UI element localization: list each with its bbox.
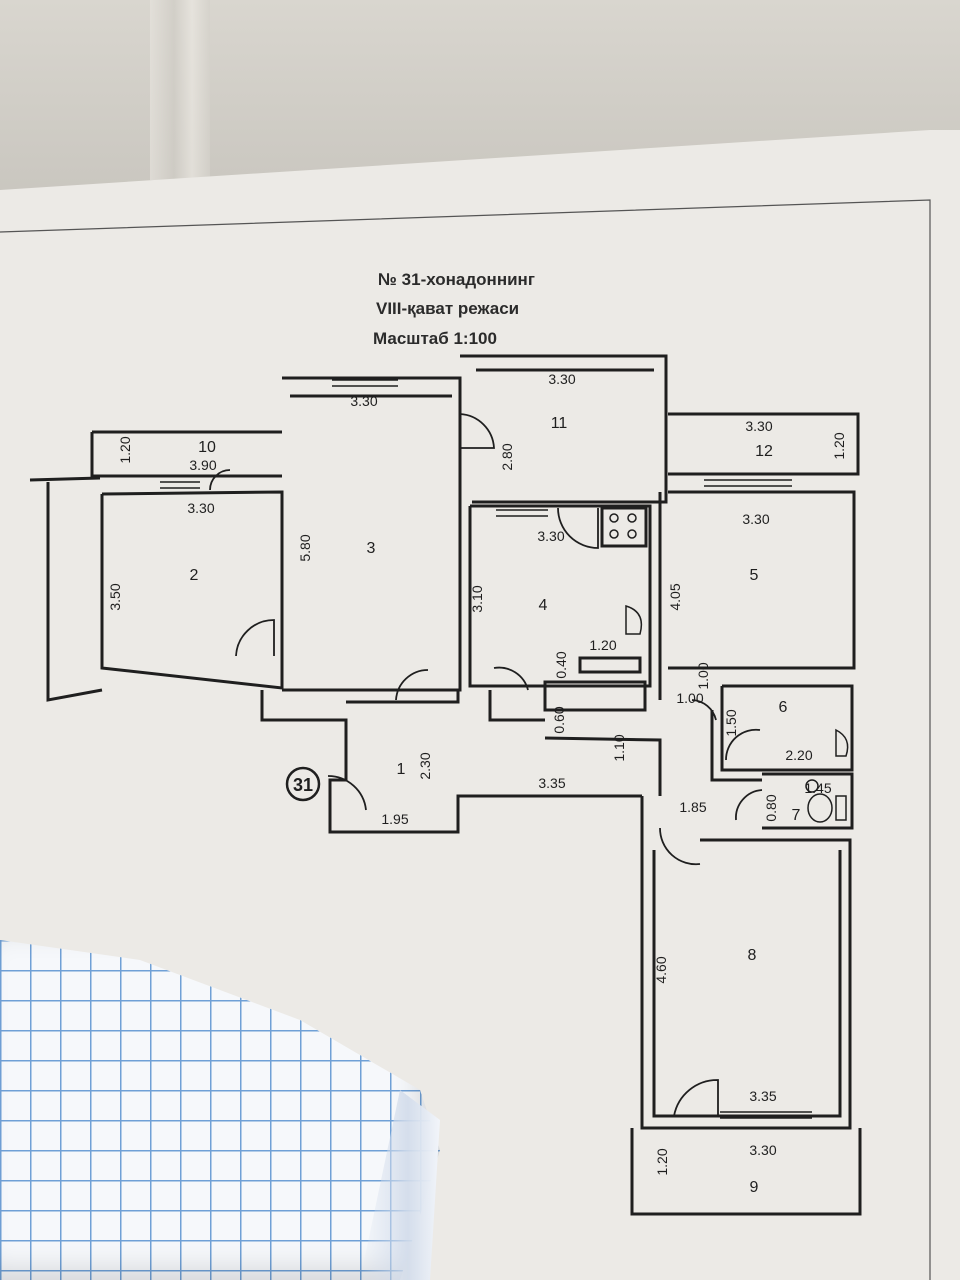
dim-10-length: 3.90	[189, 457, 216, 473]
room-11-label: 11	[551, 415, 568, 432]
dim-hall-e: 1.85	[679, 799, 706, 815]
room-6-label: 6	[779, 699, 788, 716]
dim-2-width: 3.30	[187, 500, 214, 516]
plan-title-line-1: № 31-хонадоннинг	[378, 270, 535, 289]
dim-7-width: 1.45	[804, 780, 831, 796]
fixtures	[609, 513, 849, 823]
doors	[209, 413, 763, 1117]
dim-10-width: 1.20	[117, 436, 133, 463]
dim-9-depth: 1.20	[654, 1148, 670, 1175]
dim-closet-b: 1.20	[589, 637, 616, 653]
dim-9-width: 3.30	[749, 1142, 776, 1158]
room-12-label: 12	[755, 443, 773, 460]
background-molding	[150, 0, 210, 180]
windows	[160, 379, 812, 1119]
dim-6-depth: 1.50	[723, 709, 739, 736]
stove-icon	[609, 513, 637, 539]
room-2-label: 2	[190, 567, 199, 584]
room-10-label: 10	[198, 439, 216, 456]
dim-7-depth: 0.80	[763, 794, 779, 821]
apartment-badge-circle	[285, 766, 321, 802]
toilet-tank-icon	[835, 795, 847, 821]
dim-5-width: 3.30	[742, 511, 769, 527]
dim-3-width: 3.30	[350, 393, 377, 409]
dim-12-depth: 1.20	[831, 432, 847, 459]
dim-hall-b: 1.10	[611, 734, 627, 761]
toilet-icon	[807, 793, 833, 823]
plan-title-line-2: VIII-қават режаси	[376, 299, 520, 318]
room-4-label: 4	[539, 597, 548, 614]
dim-1-depth: 2.30	[417, 752, 433, 779]
dim-4-width: 3.30	[537, 528, 564, 544]
basin-icon	[805, 779, 819, 793]
dim-12-width: 3.30	[745, 418, 772, 434]
dim-2-depth: 3.50	[107, 583, 123, 610]
room-7-label: 7	[792, 807, 801, 824]
dim-closet-a: 0.40	[553, 651, 569, 678]
plan-scale-line: Масштаб 1:100	[373, 329, 497, 348]
dim-8-depth: 4.60	[653, 956, 669, 983]
room-5-label: 5	[750, 567, 759, 584]
dim-6-width: 2.20	[785, 747, 812, 763]
washbasin-icon	[835, 728, 849, 757]
dim-1-width: 1.95	[381, 811, 408, 827]
room-1-label: 1	[397, 761, 406, 778]
sink-icon	[625, 604, 643, 635]
dim-corridor: 3.35	[538, 775, 565, 791]
dim-11-width: 3.30	[548, 371, 575, 387]
dim-hall-c: 1.00	[695, 662, 711, 689]
dimension-labels: 1.20 3.90 3.30 3.50 3.30 5.80 3.30 2.80 3.30 3.10…	[107, 371, 847, 1176]
dim-3-depth: 5.80	[297, 534, 313, 561]
dim-5-depth: 4.05	[667, 583, 683, 610]
room-8-label: 8	[748, 947, 757, 964]
dim-11-depth: 2.80	[499, 443, 515, 470]
dim-closet-c: 0.60	[551, 706, 567, 733]
walls	[29, 354, 862, 1216]
sheet-frame	[0, 199, 931, 1280]
dim-hall-d: 1.00	[676, 690, 703, 706]
dim-8-width: 3.35	[749, 1088, 776, 1104]
apartment-badge-number: 31	[293, 775, 313, 795]
room-3-label: 3	[367, 540, 376, 557]
dim-4-depth: 3.10	[469, 585, 485, 612]
room-9-label: 9	[750, 1179, 759, 1196]
